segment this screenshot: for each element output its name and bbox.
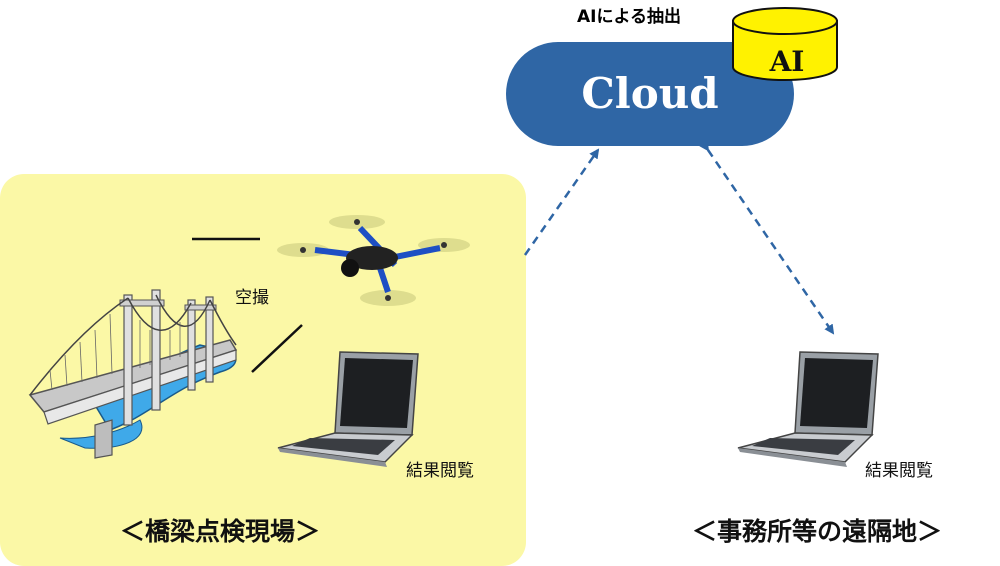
aerial-shot-label: 空撮 [235,288,269,308]
ai-db-label: AI [769,45,805,78]
bridge-icon [28,289,238,459]
remote-title: ＜事務所等の遠隔地＞ [692,517,943,546]
remote-laptop-icon [737,351,879,467]
database-icon: AI [732,7,838,81]
aerial-line-bottom [251,324,303,373]
cloud-label: Cloud [581,69,719,118]
remote-arrow [699,140,835,335]
site-result-label: 結果閲覧 [406,461,474,481]
ai-extraction-caption: AIによる抽出 [577,7,681,27]
site-title: ＜橋梁点検現場＞ [120,517,321,546]
laptop-icon [277,351,419,467]
remote-result-label: 結果閲覧 [865,461,933,481]
drone-icon [277,215,470,306]
upload-arrow [523,148,600,256]
